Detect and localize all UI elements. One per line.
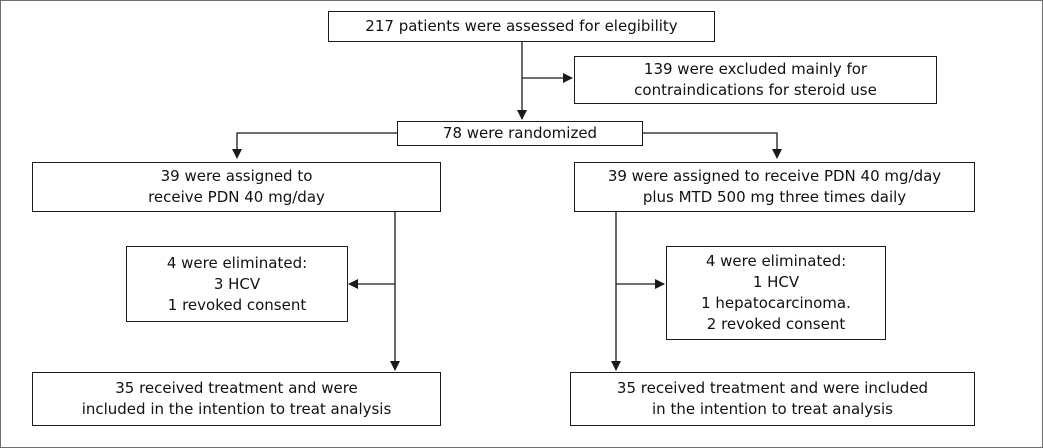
left-assigned-line1: 39 were assigned to (160, 167, 313, 185)
right-eliminated-line1: 4 were eliminated: (705, 252, 847, 270)
right-eliminated-box: 4 were eliminated: 1 HCV 1 hepatocarcino… (666, 246, 886, 340)
right-eliminated-line4: 2 revoked consent (706, 315, 846, 333)
left-eliminated-box: 4 were eliminated: 3 HCV 1 revoked conse… (126, 246, 348, 322)
right-final-box: 35 received treatment and were included … (570, 372, 975, 426)
arrow-randomized-to-left (232, 132, 397, 159)
left-eliminated-line1: 4 were eliminated: (166, 253, 308, 272)
excluded-box: 139 were excluded mainly for contraindic… (574, 56, 937, 104)
right-eliminated-line2: 1 HCV (752, 273, 800, 291)
assessed-box: 217 patients were assessed for elegibili… (328, 11, 715, 42)
assessed-text: 217 patients were assessed for elegibili… (365, 17, 678, 35)
randomized-text: 78 were randomized (442, 124, 598, 142)
right-final-line2: in the intention to treat analysis (652, 400, 893, 418)
left-final-line1: 35 received treatment and were (115, 379, 358, 397)
right-assigned-line2: plus MTD 500 mg three times daily (642, 188, 907, 206)
left-final-box: 35 received treatment and were included … (32, 372, 441, 426)
right-assigned-box: 39 were assigned to receive PDN 40 mg/da… (574, 162, 975, 212)
right-eliminated-line3: 1 hepatocarcinoma. (701, 294, 851, 312)
left-eliminated-line2: 3 HCV (213, 274, 261, 293)
right-assigned-line1: 39 were assigned to receive PDN 40 mg/da… (607, 167, 942, 185)
left-final-line2: included in the intention to treat analy… (81, 400, 392, 418)
left-eliminated-line3: 1 revoked consent (167, 295, 307, 314)
left-assigned-box: 39 were assigned to receive PDN 40 mg/da… (32, 162, 441, 212)
excluded-text-line2: contraindications for steroid use (634, 81, 877, 99)
randomized-box: 78 were randomized (397, 121, 643, 146)
arrow-randomized-to-right (643, 132, 782, 159)
right-final-line1: 35 received treatment and were included (616, 379, 929, 397)
excluded-text-line1: 139 were excluded mainly for (643, 60, 868, 78)
left-assigned-line2: receive PDN 40 mg/day (148, 188, 325, 206)
